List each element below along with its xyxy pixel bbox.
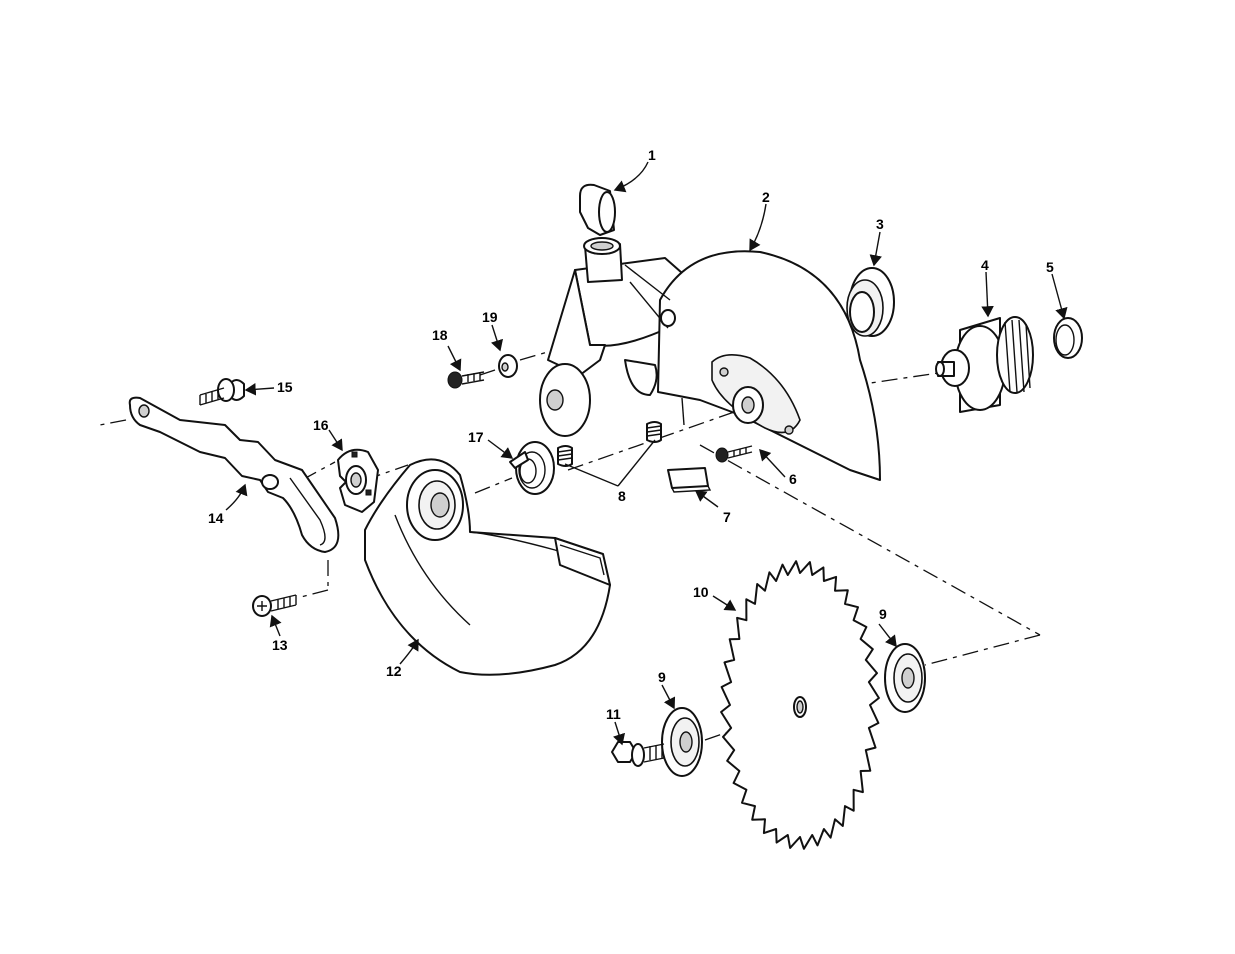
dust-elbow-fitting — [580, 185, 622, 282]
arbor-bolt-11 — [612, 742, 664, 766]
screw-6 — [716, 446, 752, 462]
callout-10: 10 — [693, 584, 709, 600]
callout-2: 2 — [762, 189, 770, 205]
callout-4: 4 — [981, 257, 989, 273]
link-arm-14 — [130, 398, 339, 552]
shoulder-screw-15 — [200, 379, 244, 405]
callout-7: 7 — [723, 509, 731, 525]
cam-plate-16 — [338, 450, 378, 512]
callout-9-outer: 9 — [879, 606, 887, 622]
pad-7 — [668, 468, 710, 492]
lower-blade-guard — [365, 459, 610, 674]
washer-19 — [499, 355, 517, 377]
torsion-spring-17 — [510, 442, 554, 494]
upper-blade-guard — [540, 251, 880, 480]
callout-5: 5 — [1046, 259, 1054, 275]
callout-labels: 1 2 3 4 5 6 7 8 9 9 10 11 12 13 14 15 16… — [208, 147, 1054, 722]
callout-14: 14 — [208, 510, 224, 526]
callout-12: 12 — [386, 663, 402, 679]
bearing-ring — [847, 268, 894, 336]
callout-6: 6 — [789, 471, 797, 487]
callout-18: 18 — [432, 327, 448, 343]
retaining-ring — [1054, 318, 1082, 358]
spindle-gear-assembly — [936, 317, 1033, 412]
callout-9-inner: 9 — [658, 669, 666, 685]
callout-15: 15 — [277, 379, 293, 395]
bolt-18 — [448, 372, 484, 388]
callout-8: 8 — [618, 488, 626, 504]
callout-3: 3 — [876, 216, 884, 232]
callout-1: 1 — [648, 147, 656, 163]
inner-blade-flange — [662, 708, 702, 776]
callout-13: 13 — [272, 637, 288, 653]
outer-blade-flange — [885, 644, 925, 712]
screw-13 — [253, 595, 296, 616]
callout-16: 16 — [313, 417, 329, 433]
callout-19: 19 — [482, 309, 498, 325]
callout-11: 11 — [606, 706, 621, 722]
saw-blade — [721, 561, 879, 849]
callout-17: 17 — [468, 429, 484, 445]
